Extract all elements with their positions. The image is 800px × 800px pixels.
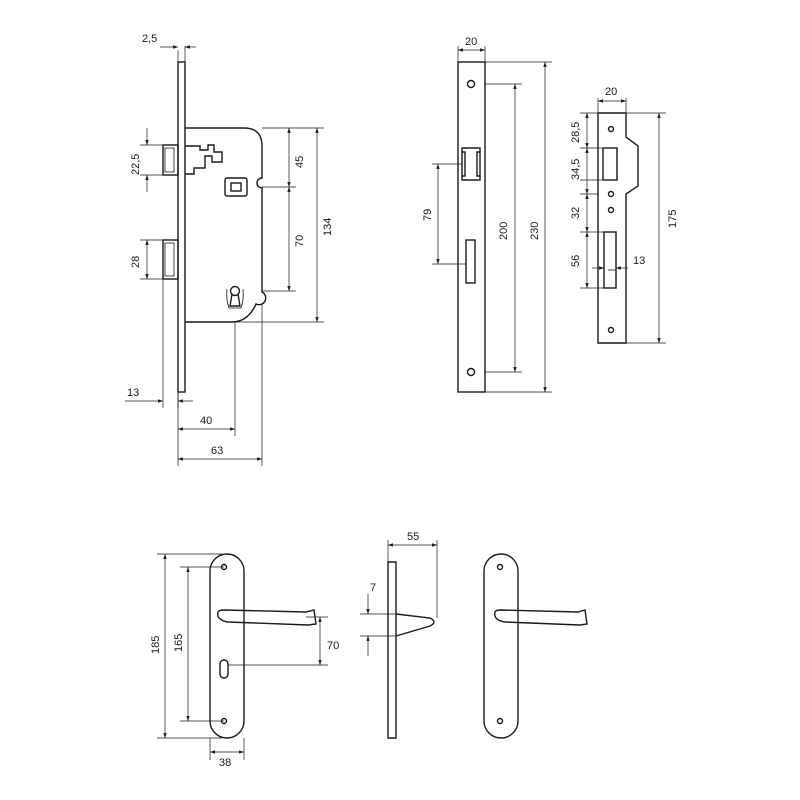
dim-case-depth: 63 (211, 445, 223, 457)
dim-plate-thickness: 7 (370, 582, 376, 594)
lock-case (185, 127, 267, 323)
dim-strike-bolt-width: 13 (633, 255, 645, 267)
dim-handle-screws: 165 (173, 634, 185, 652)
dim-latch-height: 22,5 (130, 154, 142, 175)
dim-lever-to-keyhole: 70 (327, 640, 339, 652)
dim-strike-bolt: 56 (570, 255, 582, 267)
dim-faceplate-width: 20 (465, 36, 477, 48)
dim-faceplate-thickness: 2,5 (142, 33, 157, 45)
dim-top-to-follower: 45 (294, 156, 306, 168)
dim-follower-to-keyhole: 70 (294, 235, 306, 247)
dim-strike-length: 175 (667, 210, 679, 228)
lock-faceplate (177, 61, 186, 393)
dim-backset: 40 (200, 415, 212, 427)
dim-case-height: 134 (322, 218, 334, 236)
handle-keyhole (219, 659, 229, 679)
dim-handle-height: 185 (150, 636, 162, 654)
handle-plain-lever (494, 609, 588, 626)
latch-hole (602, 147, 618, 181)
dim-screw-spacing: 200 (498, 222, 510, 240)
handle-plain-backplate (483, 553, 519, 739)
handle-front-drawing: 185 165 70 38 (150, 553, 339, 769)
dim-faceplate-length: 230 (529, 222, 541, 240)
mortise-lock-drawing: 2,5 22,5 28 13 45 70 134 (125, 33, 334, 466)
dim-strike-middle: 32 (570, 207, 582, 219)
faceplate-body (457, 61, 486, 393)
dim-strike-latch: 34,5 (570, 159, 582, 180)
latch-bolt (162, 144, 223, 176)
handle-side-lever (395, 613, 435, 637)
handle-backplate (209, 553, 245, 739)
dim-latch-to-deadbolt: 79 (422, 209, 434, 221)
strike-plate-body (597, 112, 639, 344)
handle-lever (217, 609, 317, 626)
dim-handle-projection: 55 (407, 531, 419, 543)
follower-square (224, 177, 248, 197)
deadbolt-slot (465, 239, 476, 284)
dim-strike-top: 28,5 (570, 122, 582, 143)
strike-plate-drawing: 20 28,5 34,5 32 56 13 175 (570, 86, 679, 344)
handle-plain-drawing (483, 553, 588, 739)
faceplate-drawing: 20 79 200 230 (422, 36, 552, 393)
handle-side-drawing: 55 7 (360, 531, 438, 739)
dim-handle-width: 38 (219, 757, 231, 769)
keyhole (226, 285, 244, 309)
dim-bolt-projection: 13 (127, 387, 139, 399)
handle-side-plate (387, 561, 397, 739)
latch-opening (461, 147, 481, 181)
dim-deadbolt-height: 28 (130, 256, 142, 268)
deadbolt (162, 239, 179, 280)
bolt-hole (603, 231, 617, 289)
dim-strike-width: 20 (605, 86, 617, 98)
